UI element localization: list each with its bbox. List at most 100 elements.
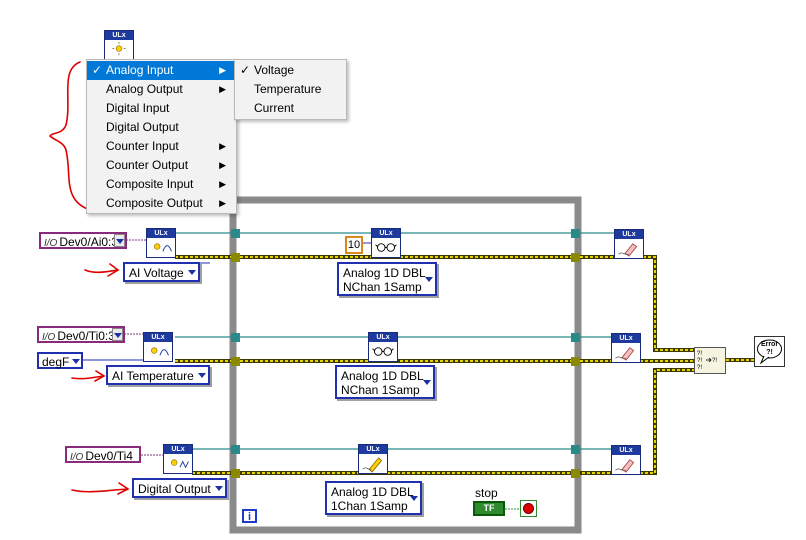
svg-text:?!: ?! <box>697 365 702 371</box>
io-name-icon: I/O <box>44 238 58 249</box>
eraser-icon <box>612 455 640 474</box>
sun-icon <box>147 238 175 257</box>
loop-iteration-terminal: i <box>242 509 257 523</box>
simple-error-handler-vi[interactable]: Error ?! <box>754 336 785 367</box>
loop-condition-terminal[interactable] <box>520 500 537 517</box>
dropdown-arrow-icon <box>198 373 206 378</box>
menu-item-analog-input[interactable]: ✓ Analog Input ▶ <box>87 61 236 80</box>
dropdown-button[interactable] <box>114 234 125 247</box>
stop-label: stop <box>475 486 498 500</box>
submenu-arrow-icon: ▶ <box>219 141 226 151</box>
submenu-item-voltage[interactable]: ✓ Voltage <box>235 61 346 80</box>
sun-icon <box>105 40 133 59</box>
selector-line1: Analog 1D DBL <box>343 266 426 280</box>
menu-item-digital-output[interactable]: Digital Output <box>87 118 236 137</box>
menu-item-composite-output[interactable]: Composite Output ▶ <box>87 194 236 213</box>
dropdown-arrow-icon <box>114 333 122 338</box>
ulx-header: ULx <box>612 446 640 455</box>
red-annotations <box>49 61 130 495</box>
svg-text:?!: ?! <box>712 358 717 364</box>
svg-text:?!: ?! <box>697 358 702 364</box>
menu-item-label: Analog Output <box>106 82 183 96</box>
dropdown-arrow-icon <box>215 486 223 491</box>
merge-errors-node[interactable]: ?!?!?! ?! <box>694 347 726 374</box>
create-channel-vi[interactable]: ULx <box>143 332 173 362</box>
selector-line2: 1Chan 1Samp <box>331 499 408 513</box>
create-channel-vi[interactable]: ULx <box>163 444 193 474</box>
channel-value: Dev0/Ai0:3 <box>59 235 119 249</box>
submenu-item-label: Current <box>254 101 295 115</box>
submenu-item-temperature[interactable]: Temperature <box>235 80 346 99</box>
menu-item-analog-output[interactable]: Analog Output ▶ <box>87 80 236 99</box>
clear-task-vi[interactable]: ULx <box>611 333 641 363</box>
pencil-icon <box>359 454 387 473</box>
io-name-icon: I/O <box>70 452 84 463</box>
eraser-icon <box>612 343 640 362</box>
stop-boolean-control[interactable]: TF <box>473 501 505 516</box>
io-type-menu: ✓ Analog Input ▶ Analog Output ▶ Digital… <box>86 59 237 214</box>
write-mode-selector[interactable]: Analog 1D DBL 1Chan 1Samp <box>325 481 422 515</box>
ulx-header: ULx <box>372 229 400 238</box>
submenu-item-label: Temperature <box>254 82 322 96</box>
menu-item-label: Composite Input <box>106 177 194 191</box>
submenu-arrow-icon: ▶ <box>219 179 226 189</box>
menu-item-counter-output[interactable]: Counter Output ▶ <box>87 156 236 175</box>
glasses-icon <box>369 342 397 361</box>
annotation-arrow <box>71 370 106 382</box>
dropdown-arrow-icon <box>188 270 196 275</box>
dropdown-button[interactable] <box>112 328 123 341</box>
ulx-header: ULx <box>369 333 397 342</box>
clear-task-vi[interactable]: ULx <box>614 229 644 259</box>
menu-item-composite-input[interactable]: Composite Input ▶ <box>87 175 236 194</box>
sun-icon <box>144 342 172 361</box>
dropdown-arrow-icon <box>72 359 80 364</box>
submenu-arrow-icon: ▶ <box>219 160 226 170</box>
error-handler-label: Error ?! <box>760 341 779 356</box>
loop-tunnels <box>231 229 580 478</box>
menu-item-digital-input[interactable]: Digital Input <box>87 99 236 118</box>
menu-item-label: Digital Input <box>106 101 170 115</box>
selector-value: Digital Output <box>138 482 211 496</box>
menu-item-label: Digital Output <box>106 120 179 134</box>
eraser-icon <box>615 239 643 258</box>
submenu-arrow-icon: ▶ <box>219 84 226 94</box>
channel-type-selector[interactable]: AI Voltage <box>123 262 200 282</box>
channel-value: Dev0/Ti4 <box>85 449 133 463</box>
measurement-submenu: ✓ Voltage Temperature Current <box>234 59 347 120</box>
channel-type-selector[interactable]: AI Temperature <box>106 365 210 385</box>
ulx-header: ULx <box>164 445 192 454</box>
create-channel-vi[interactable]: ULx <box>104 30 134 60</box>
merge-errors-icon: ?!?!?! ?! <box>697 351 717 371</box>
error-wire <box>643 256 694 351</box>
menu-item-counter-input[interactable]: Counter Input ▶ <box>87 137 236 156</box>
read-mode-selector[interactable]: Analog 1D DBL NChan 1Samp <box>335 365 435 399</box>
units-value: degF <box>42 355 70 369</box>
selector-line2: NChan 1Samp <box>343 280 422 294</box>
submenu-item-label: Voltage <box>254 63 295 77</box>
channel-type-selector[interactable]: Digital Output <box>132 478 227 498</box>
submenu-item-current[interactable]: Current <box>235 99 346 118</box>
create-channel-vi[interactable]: ULx <box>146 228 176 258</box>
ulx-header: ULx <box>147 229 175 238</box>
timeout-constant[interactable]: 10 <box>345 236 363 254</box>
write-vi[interactable]: ULx <box>358 444 388 474</box>
selector-line1: Analog 1D DBL <box>341 369 424 383</box>
annotation-arrow <box>84 263 120 277</box>
annotation-arrow <box>71 482 130 495</box>
read-mode-selector[interactable]: Analog 1D DBL NChan 1Samp <box>337 262 437 296</box>
error-speech-bubble-icon <box>757 339 782 365</box>
check-mark-icon: ✓ <box>92 63 103 77</box>
read-vi[interactable]: ULx <box>371 228 401 258</box>
temperature-units-control[interactable]: degF <box>37 352 83 369</box>
submenu-arrow-icon: ▶ <box>219 198 226 208</box>
menu-item-label: Composite Output <box>106 196 203 210</box>
read-vi[interactable]: ULx <box>368 332 398 362</box>
selector-value: AI Temperature <box>112 369 194 383</box>
selector-line2: NChan 1Samp <box>341 383 420 397</box>
clear-task-vi[interactable]: ULx <box>611 445 641 475</box>
ulx-header: ULx <box>615 230 643 239</box>
error-wires <box>175 255 754 475</box>
